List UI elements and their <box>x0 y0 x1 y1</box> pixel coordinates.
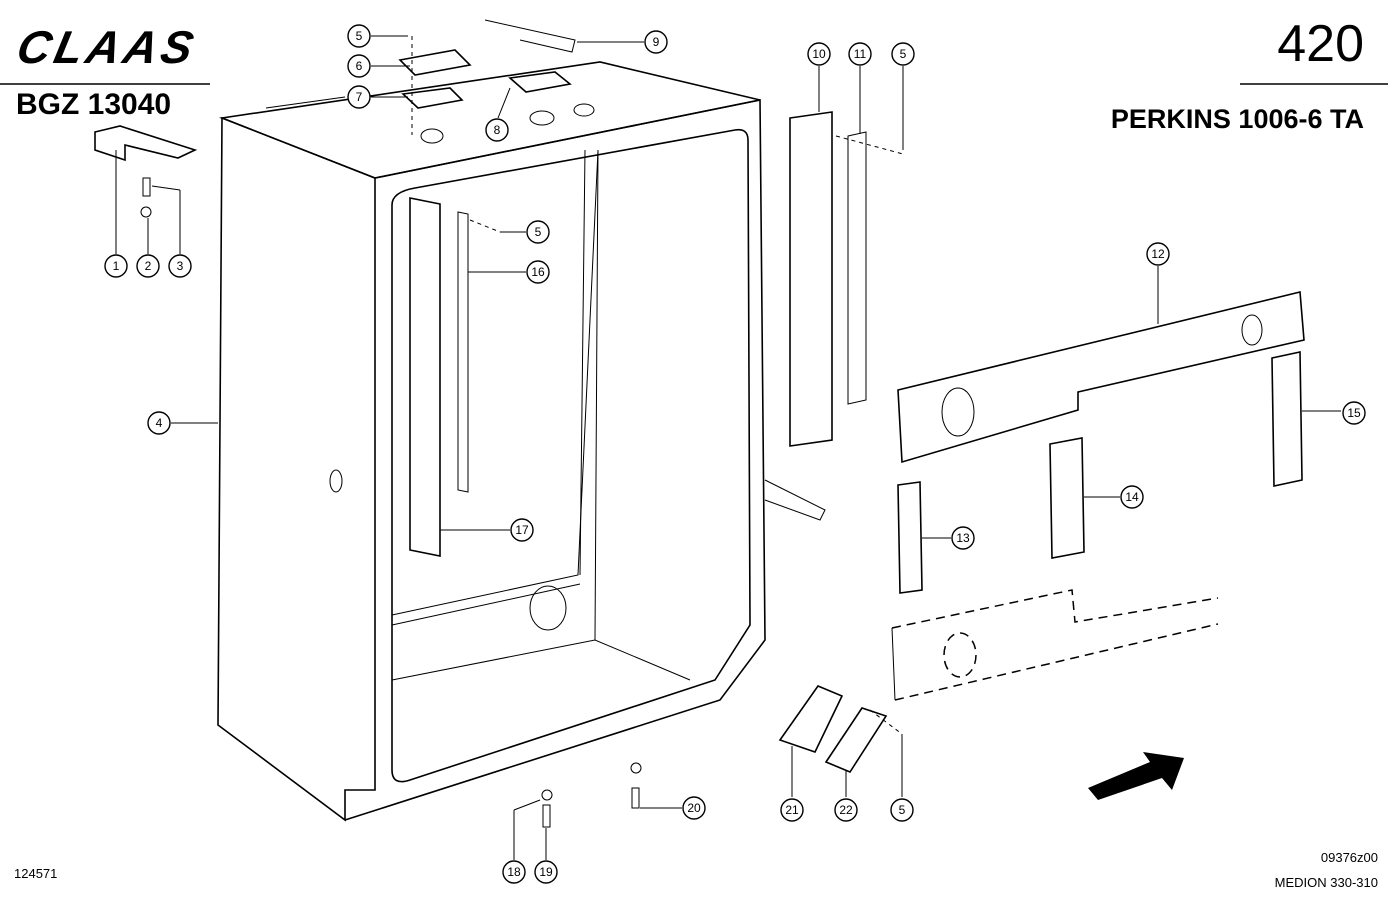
callout-label-12: 12 <box>1151 247 1165 261</box>
side-strip-16 <box>457 211 469 493</box>
engine-title: PERKINS 1006-6 TA <box>1110 104 1364 134</box>
callout-label-16: 16 <box>531 265 545 279</box>
model-range: MEDION 330-310 <box>1274 875 1378 890</box>
callout-label-9: 9 <box>653 35 660 49</box>
callout-circle-11 <box>848 42 872 66</box>
callout-label-19: 19 <box>539 865 553 879</box>
engine-housing-frame <box>217 61 766 822</box>
callout-label-21: 21 <box>785 803 799 817</box>
callout-circle-5 <box>526 220 550 244</box>
callout-circle-2 <box>136 254 160 278</box>
plate-21 <box>778 685 844 753</box>
callout-label-1: 1 <box>113 259 120 273</box>
gasket-8 <box>508 71 572 93</box>
callout-circle-8 <box>485 118 509 142</box>
callout-label-18: 18 <box>507 865 521 879</box>
callout-circle-13 <box>951 526 975 550</box>
bolt-3 <box>142 177 151 197</box>
callout-circle-12 <box>1146 242 1170 266</box>
callout-circle-10 <box>807 42 831 66</box>
axis-panel-11 <box>835 135 904 155</box>
bracket-1 <box>94 125 198 162</box>
dashed-beam-hole <box>943 632 977 678</box>
callout-label-11: 11 <box>854 47 867 61</box>
plate-22 <box>824 707 888 773</box>
callout-label-17: 17 <box>515 523 529 537</box>
side-strip-17 <box>409 197 441 557</box>
callout-circle-20 <box>682 796 706 820</box>
nut-20 <box>630 762 642 774</box>
gasket-6 <box>398 49 472 76</box>
drawing-reference: 124571 <box>14 866 58 881</box>
beam-hole-left <box>941 387 975 437</box>
callout-circle-9 <box>644 30 668 54</box>
callout-circle-16 <box>526 260 550 284</box>
direction-arrow <box>1088 752 1184 800</box>
assembly-code: BGZ 13040 <box>16 88 172 121</box>
axis-plate-22 <box>869 709 903 735</box>
callout-label-14: 14 <box>1125 490 1139 504</box>
document-code: 09376z00 <box>1320 850 1378 865</box>
callout-label-5: 5 <box>900 47 907 61</box>
dashed-beam-end <box>891 627 896 701</box>
callout-circle-5 <box>890 798 914 822</box>
leader-lines <box>115 35 1341 860</box>
panel-11 <box>847 131 867 405</box>
callout-circle-3 <box>168 254 192 278</box>
beam-hole-right <box>1241 314 1263 346</box>
callout-label-7: 7 <box>356 90 363 104</box>
callout-circle-4 <box>147 411 171 435</box>
callout-label-8: 8 <box>494 123 501 137</box>
callout-label-13: 13 <box>956 531 970 545</box>
callout-circle-15 <box>1342 401 1366 425</box>
panel-10 <box>789 111 833 447</box>
strut-plate <box>764 479 826 521</box>
post-14 <box>1049 437 1085 559</box>
page-number: 420 <box>1277 15 1364 73</box>
axis-strip-16 <box>469 219 501 233</box>
callout-label-5: 5 <box>535 225 542 239</box>
callout-label-2: 2 <box>145 259 152 273</box>
callout-label-5: 5 <box>356 29 363 43</box>
callout-circle-17 <box>510 518 534 542</box>
callout-label-20: 20 <box>687 801 701 815</box>
bolt-20 <box>631 787 640 809</box>
callout-circle-22 <box>834 798 858 822</box>
callout-circle-6 <box>347 54 371 78</box>
callout-circle-14 <box>1120 485 1144 509</box>
callout-circle-5 <box>891 42 915 66</box>
washer-18 <box>541 789 553 801</box>
callout-label-10: 10 <box>812 47 826 61</box>
callout-label-4: 4 <box>156 416 163 430</box>
callout-circle-19 <box>534 860 558 884</box>
pipe-9 <box>484 19 576 53</box>
gasket-7 <box>401 87 464 109</box>
washer-2 <box>140 206 152 218</box>
callout-circle-21 <box>780 798 804 822</box>
callout-label-22: 22 <box>839 803 853 817</box>
post-13 <box>897 481 923 594</box>
post-15 <box>1271 351 1303 487</box>
bolt-19 <box>542 804 551 828</box>
callout-circle-1 <box>104 254 128 278</box>
crossbeam-12 <box>897 291 1305 464</box>
callout-label-15: 15 <box>1347 406 1361 420</box>
callout-circle-5 <box>347 24 371 48</box>
dashed-beam-bottom <box>894 623 1219 701</box>
callout-circle-7 <box>347 85 371 109</box>
callout-label-6: 6 <box>356 59 363 73</box>
callout-label-5: 5 <box>899 803 906 817</box>
dashed-beam-top <box>891 589 1219 629</box>
callout-circle-18 <box>502 860 526 884</box>
callout-label-3: 3 <box>177 259 184 273</box>
